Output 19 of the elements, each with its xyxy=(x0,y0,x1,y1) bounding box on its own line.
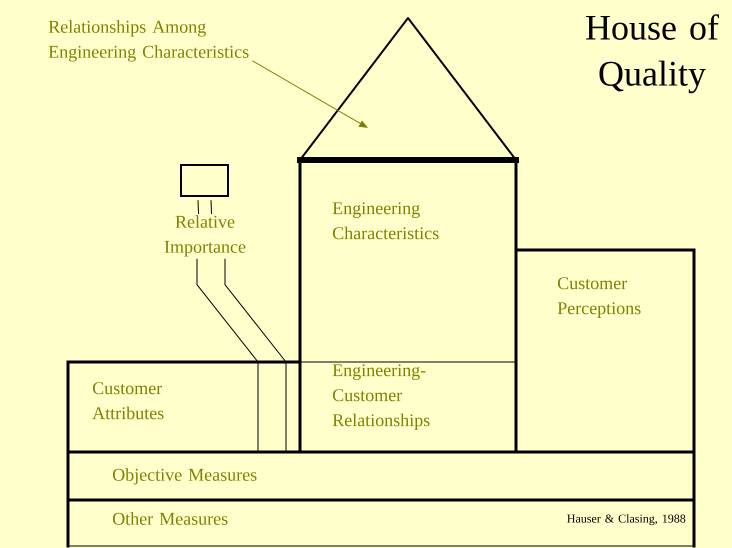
section-box xyxy=(66,360,302,454)
connector-line xyxy=(196,258,286,453)
section-box xyxy=(298,360,518,454)
callout-text: Relationships Among Engineering Characteristics xyxy=(48,20,248,62)
section-box xyxy=(66,498,696,548)
section-box xyxy=(514,248,696,454)
section-box xyxy=(297,157,519,364)
connector-line xyxy=(198,200,212,214)
box-label: Engineering Characteristics xyxy=(332,202,439,240)
box-label: Relative Importance xyxy=(164,215,246,256)
citation: Hauser & Clasing, 1988 xyxy=(567,514,686,526)
box-label: Engineering- Customer Relationships xyxy=(332,364,430,430)
title: House of Quality xyxy=(586,14,719,94)
section-box xyxy=(66,450,696,502)
box-label: Objective Measures xyxy=(112,468,256,484)
small-box xyxy=(180,164,229,197)
box-label: Customer Perceptions xyxy=(558,277,641,318)
box-label: Customer Attributes xyxy=(92,382,164,420)
box-label: Other Measures xyxy=(112,512,228,525)
